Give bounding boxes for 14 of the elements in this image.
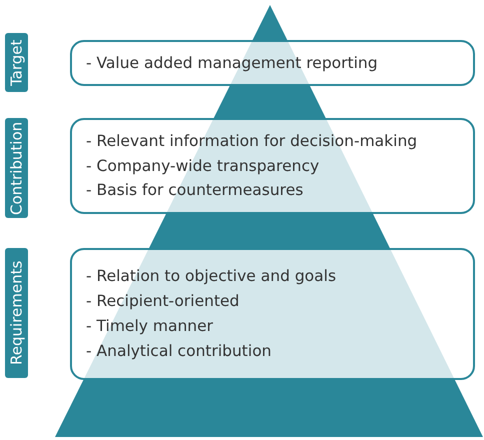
content-box (70, 118, 475, 214)
bullet-text: - Company-wide transparency (86, 156, 320, 177)
content-box (70, 40, 475, 86)
bullet-text: - Analytical contribution (86, 340, 273, 362)
category-tab: Requirements (5, 248, 28, 378)
bullet-text: - Recipient-oriented (86, 291, 240, 312)
bullet-text: - Relevant information for decision-making (86, 130, 418, 152)
bullet-text: - Basis for countermeasures (86, 180, 304, 202)
category-tab: Target (5, 33, 28, 92)
category-tab: Contribution (5, 118, 28, 218)
bullet-text: - Relation to objective and goals (86, 266, 338, 288)
content-box (70, 248, 475, 380)
bullet-text: - Value added management reporting (86, 52, 379, 74)
bullet-text: - Timely manner (86, 316, 214, 337)
